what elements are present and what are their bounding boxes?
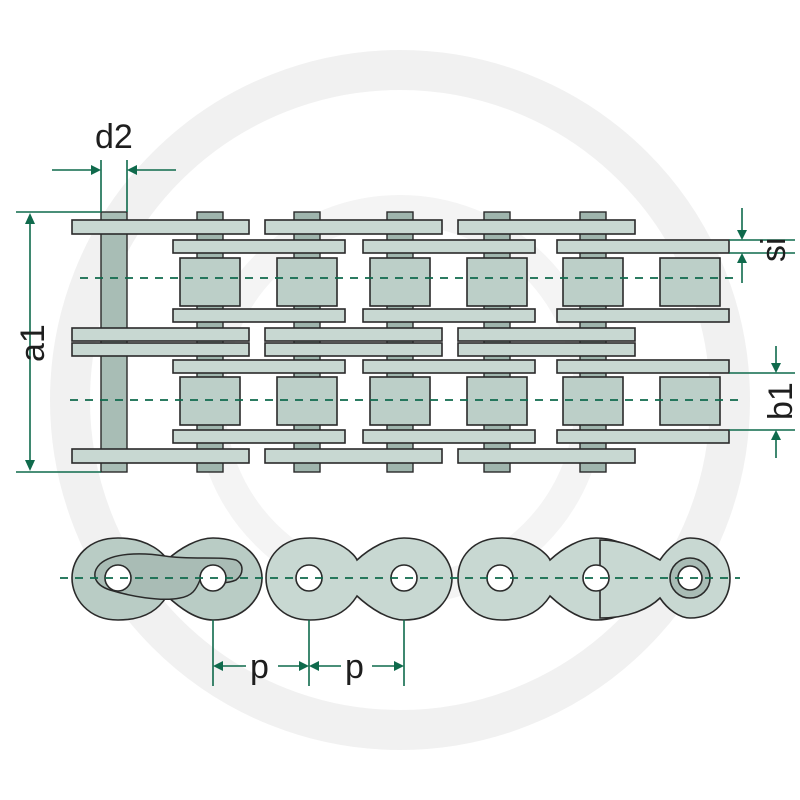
chain-pin	[196, 211, 224, 473]
outer-plates-bottom	[71, 448, 636, 464]
chain-pin	[386, 211, 414, 473]
inner-plate	[362, 359, 536, 374]
inner-plates-row-1	[172, 239, 730, 254]
inner-plate	[556, 308, 730, 323]
middle-plate	[71, 342, 250, 357]
outer-plates-top	[71, 219, 636, 235]
inner-plate	[556, 239, 730, 254]
label-si: si	[755, 237, 793, 262]
middle-plate	[457, 342, 636, 357]
middle-plates	[71, 327, 636, 357]
connecting-pin	[100, 211, 128, 473]
inner-plates-row-2	[172, 308, 730, 323]
middle-plate	[264, 342, 443, 357]
rollers-upper-strand	[179, 257, 721, 307]
dimension-d2: d2	[52, 118, 176, 212]
inner-plate	[362, 308, 536, 323]
label-pitch-right: p	[345, 648, 364, 686]
label-pitch-left: p	[250, 648, 269, 686]
chain-pins	[196, 211, 607, 473]
roller	[659, 257, 721, 307]
inner-plate	[556, 359, 730, 374]
side-plate	[265, 537, 453, 621]
roller	[276, 257, 338, 307]
roller	[369, 257, 431, 307]
roller	[369, 376, 431, 426]
dimension-b1: b1	[729, 346, 800, 458]
roller	[179, 376, 241, 426]
inner-plate	[172, 359, 346, 374]
side-plate	[457, 537, 647, 621]
inner-plate	[362, 239, 536, 254]
chain-side-view	[60, 537, 740, 621]
inner-plates-row-4	[172, 429, 730, 444]
roller	[562, 376, 624, 426]
outer-plate	[71, 448, 250, 464]
roller	[179, 257, 241, 307]
inner-plate	[362, 429, 536, 444]
roller	[659, 376, 721, 426]
roller	[466, 257, 528, 307]
dimension-pitch: p p	[212, 620, 405, 686]
label-b1: b1	[762, 382, 800, 420]
middle-plate	[71, 327, 250, 342]
pin-hole	[582, 564, 610, 592]
inner-plate	[172, 308, 346, 323]
outer-plate	[264, 219, 443, 235]
inner-plate	[172, 239, 346, 254]
inner-plate	[556, 429, 730, 444]
outer-plate	[264, 448, 443, 464]
chain-pin	[579, 211, 607, 473]
chain-top-view	[70, 211, 740, 473]
roller	[562, 257, 624, 307]
outer-plate	[457, 219, 636, 235]
outer-plate	[71, 219, 250, 235]
dimension-si: si	[729, 208, 795, 283]
middle-plate	[457, 327, 636, 342]
inner-plate	[172, 429, 346, 444]
chain-pin	[483, 211, 511, 473]
roller	[276, 376, 338, 426]
roller	[466, 376, 528, 426]
label-d2: d2	[95, 118, 133, 156]
inner-plates-row-3	[172, 359, 730, 374]
label-a1: a1	[14, 324, 52, 362]
chain-pin	[293, 211, 321, 473]
rollers-lower-strand	[179, 376, 721, 426]
dimension-a1: a1	[14, 211, 101, 473]
middle-plate	[264, 327, 443, 342]
outer-plate	[457, 448, 636, 464]
